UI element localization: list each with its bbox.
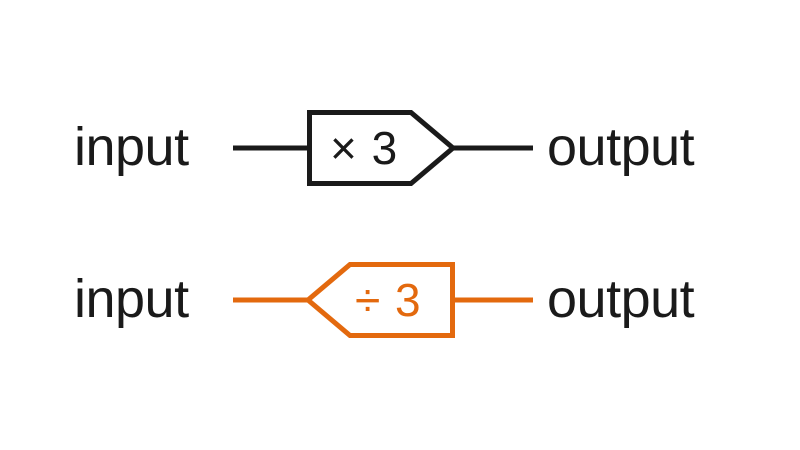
divide-machine-graphic: ÷ 3 bbox=[233, 262, 533, 338]
multiply-machine-graphic: × 3 bbox=[233, 110, 533, 186]
input-label-divide: input bbox=[74, 269, 189, 329]
function-machine-row-multiply: input × 3 output bbox=[0, 88, 800, 208]
output-label-divide: output bbox=[547, 269, 695, 329]
operation-text-multiply: × 3 bbox=[330, 122, 398, 174]
operation-box-multiply[interactable] bbox=[307, 110, 457, 186]
operation-text-divide: ÷ 3 bbox=[355, 274, 422, 326]
output-label-multiply: output bbox=[547, 117, 695, 177]
input-label-multiply: input bbox=[74, 117, 189, 177]
operation-box-divide[interactable] bbox=[304, 262, 455, 338]
function-machine-row-divide: input ÷ 3 output bbox=[0, 240, 800, 360]
